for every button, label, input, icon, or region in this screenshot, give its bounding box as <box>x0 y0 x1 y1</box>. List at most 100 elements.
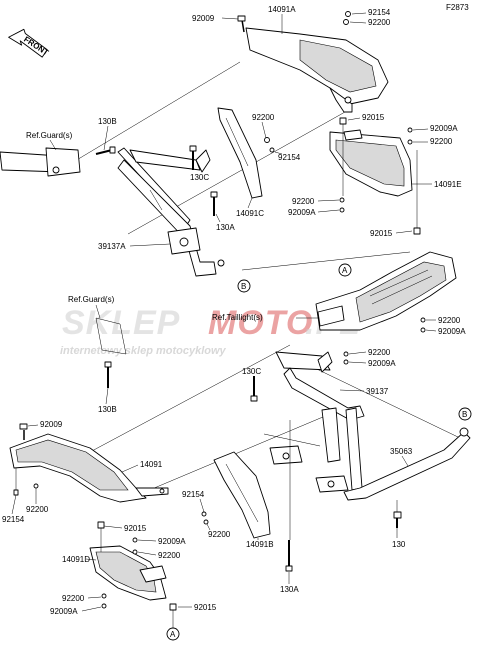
bolt-130B-mid <box>104 361 112 388</box>
callout-B-bottom <box>458 407 472 421</box>
cover-14091D <box>89 545 167 601</box>
label-130: 130 <box>392 540 406 549</box>
label-92154-d: 92154 <box>182 490 205 499</box>
label-92200-d: 92200 <box>292 197 315 206</box>
label-14091A: 14091A <box>268 5 296 14</box>
washer-92200-b <box>264 137 270 143</box>
label-92009A-b: 92009A <box>288 208 316 217</box>
label-130C-mid: 130C <box>242 367 261 376</box>
washer-92154-b <box>269 147 275 153</box>
washer-92009A-b <box>339 207 345 213</box>
label-130B-mid: 130B <box>98 405 117 414</box>
clip-92015-c <box>97 521 105 529</box>
washer-92154-top <box>345 11 351 17</box>
callout-B-top-label: B <box>241 282 246 291</box>
washer-92154-d <box>201 511 207 517</box>
fender-14091B <box>213 451 271 539</box>
label-92015-c: 92015 <box>124 524 147 533</box>
front-arrow-icon: FRONT <box>8 28 50 58</box>
bolt-130C-top <box>189 145 197 170</box>
frame-39137 <box>263 351 365 493</box>
washer-92009A-a <box>407 127 413 133</box>
ref-taillight: Ref.Taillight(s) <box>212 313 263 322</box>
label-92154-top: 92154 <box>368 8 391 17</box>
bracket-35063 <box>343 427 471 501</box>
label-92009A-c: 92009A <box>438 327 466 336</box>
label-92200-j: 92200 <box>62 594 85 603</box>
label-92200-top: 92200 <box>368 18 391 27</box>
label-130C-top: 130C <box>190 173 209 182</box>
washer-92200-e <box>420 317 426 323</box>
washer-92009A-e <box>132 537 138 543</box>
label-92009A-f: 92009A <box>50 607 78 616</box>
label-92009A-e: 92009A <box>158 537 186 546</box>
bolt-130A-top <box>210 191 218 216</box>
label-130B-top: 130B <box>98 117 117 126</box>
label-92015-b: 92015 <box>370 229 393 238</box>
front-label: FRONT <box>22 35 50 58</box>
label-92009A-d: 92009A <box>368 359 396 368</box>
callout-A-bottom-label: A <box>170 630 176 639</box>
label-130A-bottom: 130A <box>280 585 299 594</box>
watermark-tagline: internetowy sklep motocyklowy <box>60 345 227 357</box>
fender-14091C <box>217 107 263 199</box>
washer-92200-top <box>343 19 349 25</box>
label-92009A-a: 92009A <box>430 124 458 133</box>
label-39137: 39137 <box>366 387 389 396</box>
watermark-part1: SKLEP <box>62 304 180 342</box>
cover-14091A <box>245 27 389 113</box>
ref-guard-mid: Ref.Guard(s) <box>68 295 115 304</box>
watermark: SKLEP MOTO .PL internetowy sklep motocyk… <box>60 304 360 357</box>
washer-92200-d <box>339 197 345 203</box>
callout-A-top-label: A <box>342 266 348 275</box>
callout-A-bottom <box>166 627 180 641</box>
label-39137A: 39137A <box>98 242 126 251</box>
label-92200-f: 92200 <box>368 348 391 357</box>
label-14091B: 14091B <box>246 540 274 549</box>
frame-bracket-39137A <box>117 147 225 277</box>
label-92154-c: 92154 <box>2 515 25 524</box>
label-92200-g: 92200 <box>26 505 49 514</box>
label-92200-i: 92200 <box>208 530 231 539</box>
label-92200-c: 92200 <box>430 137 453 146</box>
washer-92200-h <box>132 549 138 555</box>
label-14091: 14091 <box>140 460 163 469</box>
bolt-130C-mid <box>250 376 258 402</box>
cover-14091 <box>9 433 169 503</box>
figure-code: F2873 <box>446 3 469 12</box>
screw-92009-top <box>237 15 246 33</box>
label-14091C: 14091C <box>236 209 264 218</box>
washer-92200-f <box>343 351 349 357</box>
clip-92015-d <box>169 603 177 611</box>
guard-bracket-mid <box>95 317 127 355</box>
washer-92200-j <box>101 593 107 599</box>
callout-B-top <box>237 279 251 293</box>
bolt-130A-bottom <box>285 540 293 572</box>
label-92200-e: 92200 <box>438 316 461 325</box>
label-92015-a: 92015 <box>362 113 385 122</box>
label-92200-h: 92200 <box>158 551 181 560</box>
label-35063: 35063 <box>390 447 413 456</box>
callout-B-bottom-label: B <box>462 410 467 419</box>
clip-92015-b <box>413 227 421 235</box>
callout-A-top <box>338 263 352 277</box>
washer-92009A-c <box>420 327 426 333</box>
watermark-part2: MOTO <box>208 304 313 342</box>
label-92015-d: 92015 <box>194 603 217 612</box>
guard-bar-top <box>0 147 81 177</box>
label-92154-b: 92154 <box>278 153 301 162</box>
cover-14091E <box>329 129 413 197</box>
washer-92200-c <box>407 139 413 145</box>
washer-92009A-f <box>101 603 107 609</box>
label-14091E: 14091E <box>434 180 462 189</box>
ref-guard-top: Ref.Guard(s) <box>26 131 73 140</box>
bolt-130B-top <box>95 146 116 155</box>
screw-92154-c <box>13 489 19 496</box>
clip-92015-a <box>339 117 347 125</box>
label-130A-top: 130A <box>216 223 235 232</box>
label-14091D: 14091D <box>62 555 90 564</box>
screw-92009-mid <box>19 423 28 440</box>
label-92009-mid: 92009 <box>40 420 63 429</box>
washer-92200-g <box>33 483 39 489</box>
bolt-130 <box>393 511 402 528</box>
